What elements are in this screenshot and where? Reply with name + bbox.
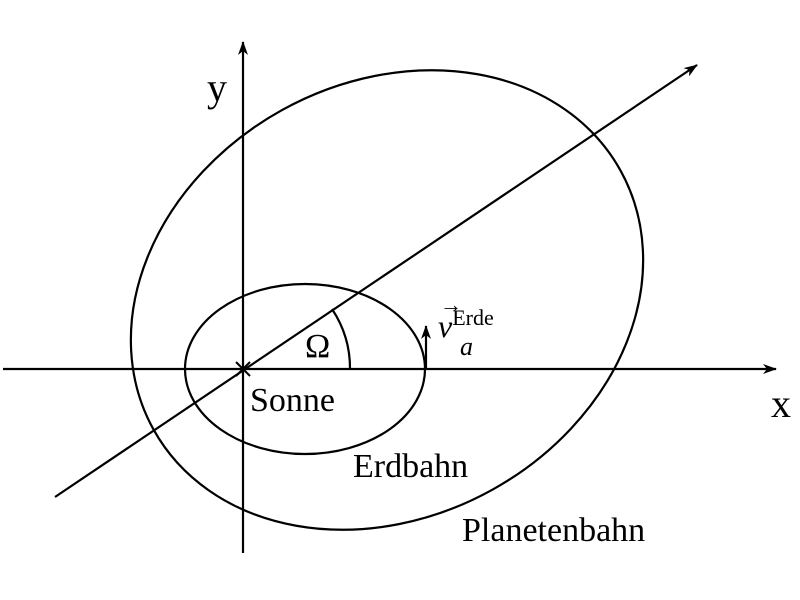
omega-angle-arc (331, 308, 352, 370)
velocity-subscript: a (460, 332, 473, 361)
velocity-superscript: Erde (452, 305, 494, 330)
node-line (54, 64, 698, 498)
velocity-symbol: v (438, 308, 453, 344)
planet-orbit-ellipse (129, 69, 645, 531)
earth-orbit-label: Erdbahn (353, 448, 469, 485)
planet-orbit-label: Planetenbahn (462, 512, 646, 549)
omega-label: Ω (305, 328, 331, 365)
sun-label: Sonne (250, 382, 335, 419)
x-axis-label: x (771, 381, 791, 426)
vector-arrow-mark: → (440, 292, 462, 317)
y-axis-label: y (207, 65, 227, 110)
sun-marker-icon (235, 361, 251, 377)
